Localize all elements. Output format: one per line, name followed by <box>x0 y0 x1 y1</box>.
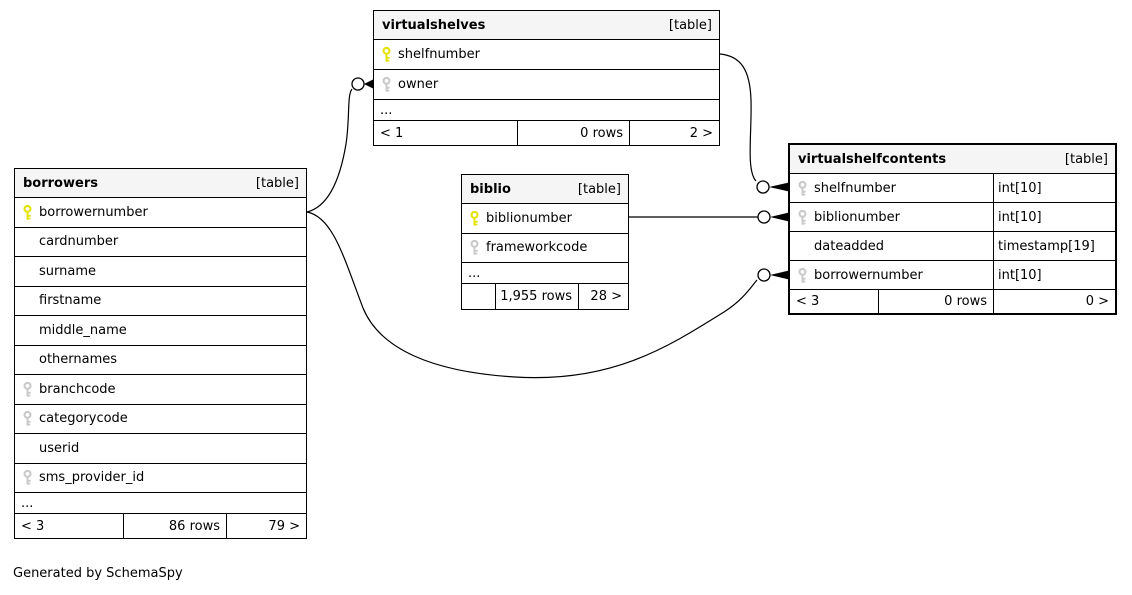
foreign-key-icon <box>23 411 31 427</box>
relationship-borrowers-virtualshelves <box>306 77 373 213</box>
table-footer: < 1 0 rows 2 > <box>374 120 719 145</box>
column-name: borrowernumber <box>814 267 923 283</box>
table-kind-label: [table] <box>255 175 299 191</box>
column-row-frameworkcode: frameworkcode <box>462 232 628 263</box>
column-row-surname: surname <box>15 256 306 286</box>
table-header: borrowers [table] <box>15 169 306 197</box>
foreign-key-icon <box>798 267 806 283</box>
primary-key-icon <box>23 204 31 220</box>
column-row-borrowernumber: borrowernumber int[10] <box>790 260 1115 289</box>
table-header: virtualshelfcontents [table] <box>790 145 1115 173</box>
relationship-virtualshelves-virtualshelfcontents <box>719 53 789 194</box>
foreign-key-icon <box>382 76 390 92</box>
zero-cardinality-icon <box>757 268 771 282</box>
many-arrow-icon <box>770 270 789 280</box>
column-row-owner: owner <box>374 69 719 99</box>
footer-parents-count: 2 > <box>629 121 719 145</box>
column-name: biblionumber <box>486 210 573 226</box>
primary-key-icon <box>382 46 390 62</box>
table-kind-label: [table] <box>577 181 621 197</box>
column-name: biblionumber <box>814 209 901 225</box>
column-row-cardnumber: cardnumber <box>15 226 306 257</box>
footer-row-count: 0 rows <box>517 121 629 145</box>
footer-row-count: 86 rows <box>123 514 226 538</box>
column-row-dateadded: dateadded timestamp[19] <box>790 231 1115 260</box>
column-row-shelfnumber: shelfnumber int[10] <box>790 173 1115 202</box>
column-type: int[10] <box>993 203 1115 231</box>
column-name: owner <box>398 77 439 92</box>
column-row-biblionumber: biblionumber int[10] <box>790 202 1115 231</box>
table-borrowers: borrowers [table] borrowernumber cardnum… <box>14 168 307 539</box>
zero-cardinality-icon <box>756 180 770 194</box>
table-footer: < 3 0 rows 0 > <box>790 289 1115 313</box>
column-row-branchcode: branchcode <box>15 374 306 404</box>
column-name: firstname <box>39 293 102 309</box>
column-name: categorycode <box>39 411 128 427</box>
table-biblio: biblio [table] biblionumber frameworkcod… <box>461 174 629 310</box>
table-kind-label: [table] <box>668 17 712 33</box>
foreign-key-icon <box>23 470 31 486</box>
column-type: int[10] <box>993 261 1115 289</box>
column-name: cardnumber <box>39 234 119 250</box>
foreign-key-icon <box>470 240 478 256</box>
table-name[interactable]: virtualshelfcontents <box>798 151 947 167</box>
column-name: middle_name <box>39 322 127 338</box>
column-row-othernames: othernames <box>15 344 306 375</box>
column-row-categorycode: categorycode <box>15 403 306 434</box>
column-name: dateadded <box>814 238 885 254</box>
many-arrow-icon <box>364 79 373 89</box>
primary-key-icon <box>470 210 478 226</box>
foreign-key-icon <box>798 209 806 225</box>
table-footer: < 3 86 rows 79 > <box>15 513 306 538</box>
column-row-borrowernumber: borrowernumber <box>15 197 306 227</box>
column-row-middle-name: middle_name <box>15 315 306 345</box>
column-name: borrowernumber <box>39 204 148 220</box>
column-name: shelfnumber <box>398 47 480 62</box>
foreign-key-icon <box>798 180 806 196</box>
column-row-firstname: firstname <box>15 285 306 316</box>
column-name: othernames <box>39 352 118 368</box>
table-name[interactable]: biblio <box>470 181 511 197</box>
column-row-sms-provider-id: sms_provider_id <box>15 462 306 493</box>
column-name: frameworkcode <box>486 240 588 256</box>
footer-parents-count: 28 > <box>578 284 628 309</box>
many-arrow-icon <box>769 182 789 192</box>
column-name: surname <box>39 263 96 279</box>
table-header: biblio [table] <box>462 175 628 203</box>
column-row-shelfnumber: shelfnumber <box>374 39 719 69</box>
footer-parents-count: 79 > <box>226 514 306 538</box>
relationship-biblio-virtualshelfcontents <box>629 210 789 224</box>
zero-cardinality-icon <box>351 77 365 91</box>
footer-row-count: 1,955 rows <box>495 284 578 309</box>
column-name: shelfnumber <box>814 180 896 196</box>
footer-parents-count: 0 > <box>993 290 1115 313</box>
footer-children-count: < 1 <box>380 125 404 141</box>
column-name: branchcode <box>39 381 116 397</box>
table-name[interactable]: borrowers <box>23 175 98 191</box>
table-virtualshelfcontents: virtualshelfcontents [table] shelfnumber… <box>788 143 1117 315</box>
ellipsis-row: ... <box>374 99 719 120</box>
column-row-biblionumber: biblionumber <box>462 203 628 233</box>
table-header: virtualshelves [table] <box>374 11 719 39</box>
generated-by-note: Generated by SchemaSpy <box>13 566 183 581</box>
column-type: int[10] <box>993 174 1115 202</box>
foreign-key-icon <box>23 381 31 397</box>
footer-row-count: 0 rows <box>878 290 993 313</box>
zero-cardinality-icon <box>757 210 771 224</box>
table-footer: 1,955 rows 28 > <box>462 283 628 309</box>
table-kind-label: [table] <box>1064 151 1108 167</box>
footer-children-count <box>462 284 495 309</box>
ellipsis-row: ... <box>462 262 628 283</box>
footer-children-count: < 3 <box>21 518 45 534</box>
ellipsis-row: ... <box>15 492 306 513</box>
table-name[interactable]: virtualshelves <box>382 17 486 33</box>
table-virtualshelves: virtualshelves [table] shelfnumber owner… <box>373 10 720 146</box>
column-type: timestamp[19] <box>993 232 1115 260</box>
column-row-userid: userid <box>15 433 306 463</box>
many-arrow-icon <box>770 212 789 222</box>
column-name: userid <box>39 440 80 456</box>
footer-children-count: < 3 <box>796 294 820 309</box>
column-name: sms_provider_id <box>39 470 145 486</box>
